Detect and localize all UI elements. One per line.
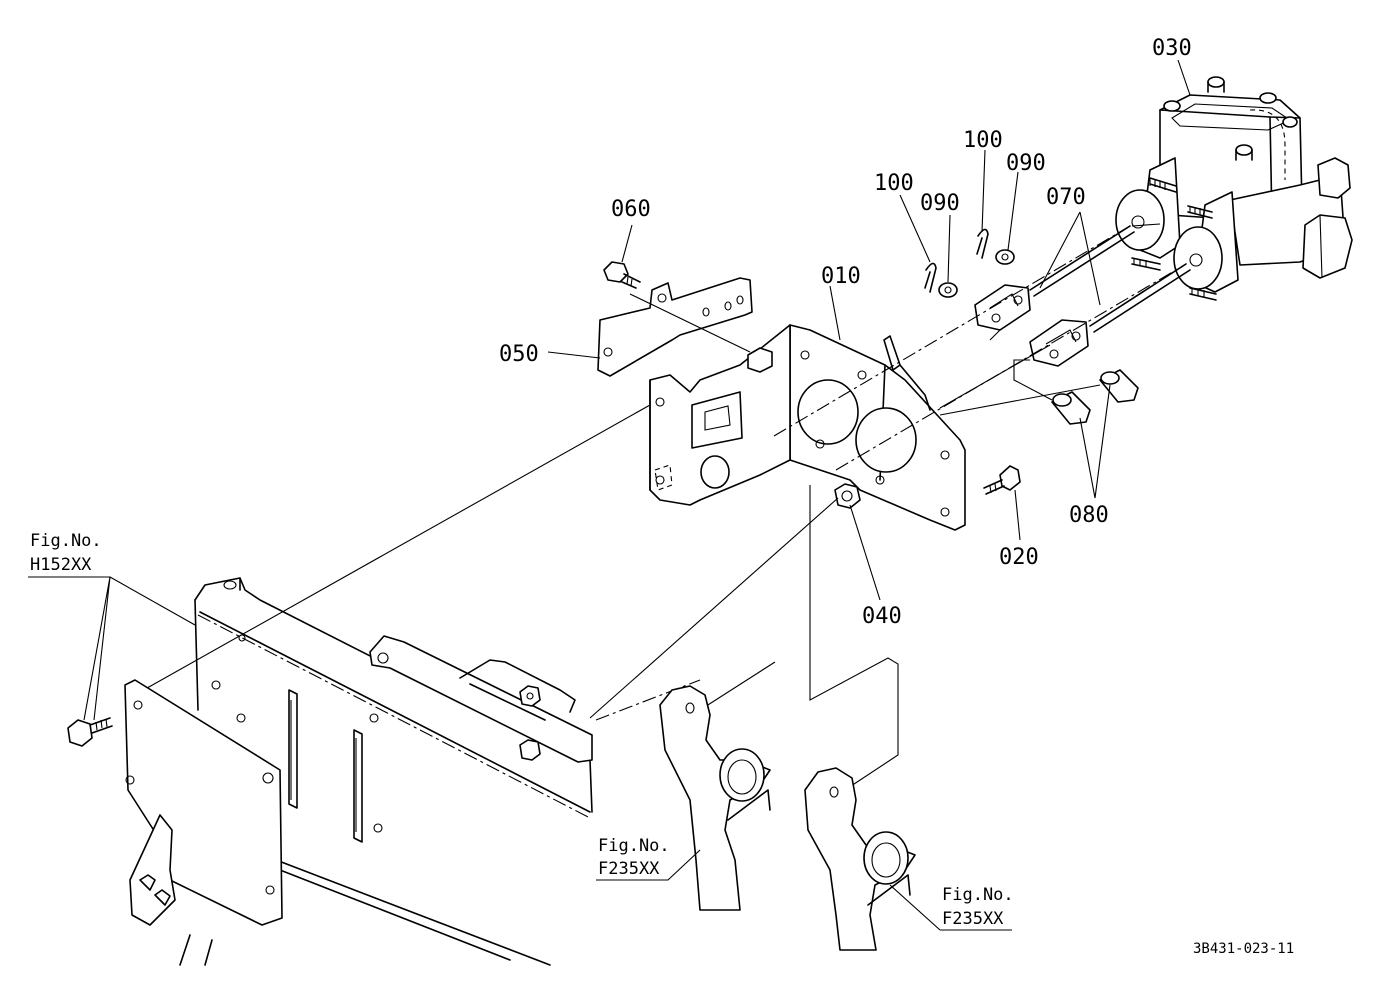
clevis-pins-080 [1051, 369, 1139, 425]
label-010: 010 [821, 264, 861, 289]
label-030: 030 [1152, 36, 1192, 61]
figref-f235b-caption: Fig.No. [942, 885, 1014, 905]
label-020: 020 [999, 545, 1039, 570]
label-070: 070 [1046, 185, 1086, 210]
part-number-labels: 030 100 090 100 090 070 060 010 050 080 … [499, 36, 1192, 629]
pedal-arm-right [804, 767, 916, 951]
assembly-lines [139, 223, 1187, 791]
main-bracket-010 [649, 324, 966, 531]
nut-040 [834, 483, 861, 509]
pedal-arm-left [659, 685, 771, 911]
figref-f235a-caption: Fig.No. [598, 836, 670, 856]
figref-f235a-number: F235XX [598, 859, 660, 879]
frame-assembly [67, 577, 593, 966]
push-rods-070 [974, 225, 1191, 401]
figure-references: Fig.No. H152XX Fig.No. F235XX Fig.No. F2… [30, 531, 1014, 929]
bolt-060 [603, 261, 641, 289]
label-090-a: 090 [920, 191, 960, 216]
label-100-a: 100 [874, 171, 914, 196]
figref-h152-caption: Fig.No. [30, 531, 102, 551]
leader-lines [28, 59, 1191, 931]
master-cylinder-030 [1115, 76, 1353, 301]
split-pins-100 [924, 228, 989, 293]
label-090-b: 090 [1006, 151, 1046, 176]
label-080: 080 [1069, 503, 1109, 528]
label-060: 060 [611, 197, 651, 222]
bolt-020 [983, 465, 1021, 495]
washers-090 [938, 249, 1015, 298]
figref-h152-number: H152XX [30, 555, 92, 575]
figref-f235b-number: F235XX [942, 909, 1004, 929]
label-040: 040 [862, 604, 902, 629]
label-100-b: 100 [963, 128, 1003, 153]
label-050: 050 [499, 342, 539, 367]
drawing-code: 3B431-023-11 [1193, 941, 1294, 957]
bracket-050 [597, 277, 753, 377]
